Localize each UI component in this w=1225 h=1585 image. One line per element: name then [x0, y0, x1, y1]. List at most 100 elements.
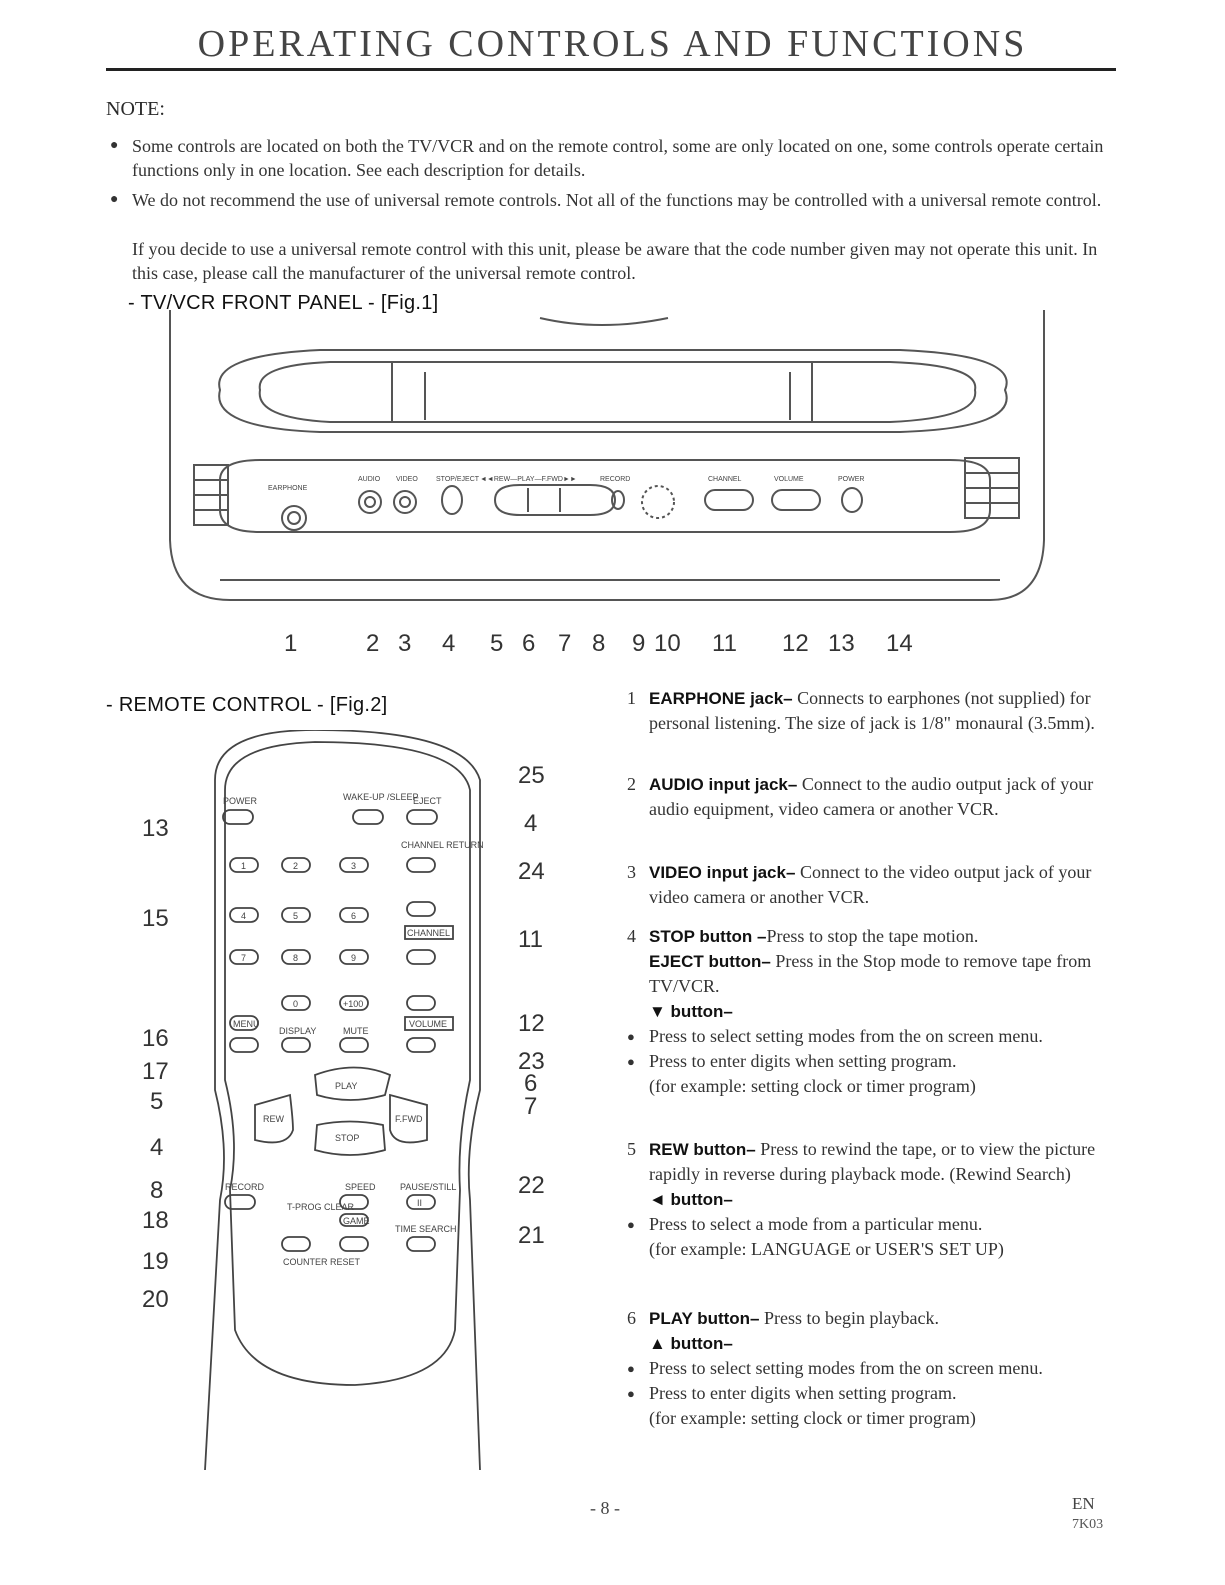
- label-record: RECORD: [600, 476, 630, 483]
- callout-1: 1: [284, 630, 298, 657]
- desc-sub: ◄ button–: [649, 1190, 733, 1209]
- remote-callout-4: 4: [150, 1134, 164, 1161]
- bullet-icon: ●: [627, 1386, 635, 1401]
- desc-bullet-text: Press to select setting modes from the o…: [649, 1358, 1043, 1378]
- remote-callout-6: 6: [524, 1070, 538, 1097]
- remote-label-pause-still: PAUSE/STILL: [400, 1182, 456, 1192]
- remote-callout-15: 15: [142, 905, 169, 932]
- callout-5: 5: [490, 630, 504, 657]
- callout-2: 2: [366, 630, 380, 657]
- bullet-icon: ●: [110, 138, 119, 153]
- desc-4: 4 STOP button –Press to stop the tape mo…: [627, 924, 1117, 1099]
- remote-label-channel: CHANNEL: [407, 928, 450, 938]
- desc-bullet-cont: (for example: setting clock or timer pro…: [649, 1076, 976, 1096]
- desc-key: STOP button –: [649, 927, 767, 946]
- label-stop-eject: STOP/EJECT: [436, 476, 480, 483]
- callout-10: 10: [654, 630, 681, 657]
- doc-code: 7K03: [1072, 1517, 1104, 1532]
- remote-label-display: DISPLAY: [279, 1026, 316, 1036]
- remote-label-stop: STOP: [335, 1133, 359, 1143]
- desc-bullet: ●Press to select a mode from a particula…: [627, 1212, 1117, 1237]
- front-panel-figure: EARPHONE AUDIO VIDEO STOP/EJECT ◄◄REW—PL…: [169, 310, 1045, 601]
- remote-callout-11: 11: [518, 926, 543, 953]
- label-volume: VOLUME: [774, 476, 804, 483]
- desc-bullet: ● Press to select setting modes from the …: [627, 1024, 1117, 1049]
- remote-digit-0: 0: [293, 999, 298, 1009]
- remote-label-record: RECORD: [225, 1182, 265, 1192]
- desc-1: 1 EARPHONE jack– Connects to earphones (…: [627, 686, 1117, 736]
- remote-callout-7: 7: [524, 1093, 538, 1120]
- front-panel-heading: - TV/VCR FRONT PANEL - [Fig.1]: [128, 292, 439, 314]
- label-channel: CHANNEL: [708, 476, 742, 483]
- desc-num: 6: [627, 1308, 636, 1328]
- bullet-icon: ●: [627, 1054, 635, 1069]
- label-audio: AUDIO: [358, 476, 381, 483]
- remote-callout-22: 22: [518, 1172, 545, 1199]
- desc-num: 5: [627, 1139, 636, 1159]
- remote-callout-21: 21: [518, 1222, 545, 1249]
- remote-label-time-search: TIME SEARCH: [395, 1224, 457, 1234]
- remote-label-rew: REW: [263, 1114, 285, 1124]
- callout-13: 13: [828, 630, 855, 657]
- remote-label-power: POWER: [223, 796, 258, 806]
- callout-7: 7: [558, 630, 572, 657]
- desc-sub: ▲ button–: [649, 1334, 733, 1353]
- desc-bullet-text: Press to enter digits when setting progr…: [649, 1383, 957, 1403]
- bullet-icon: ●: [627, 1361, 635, 1376]
- desc-text: Press to stop the tape motion.: [766, 926, 979, 946]
- desc-num: 2: [627, 774, 636, 794]
- remote-heading: - REMOTE CONTROL - [Fig.2]: [106, 694, 388, 716]
- title-rule: [106, 68, 1116, 71]
- desc-bullet-text: Press to enter digits when setting progr…: [649, 1051, 957, 1071]
- desc-bullet: ● Press to enter digits when setting prog…: [627, 1381, 1117, 1406]
- desc-bullet-text: Press to select setting modes from the o…: [649, 1026, 1043, 1046]
- remote-callout-18: 18: [142, 1207, 169, 1234]
- callout-12: 12: [782, 630, 809, 657]
- remote-digit-plus100: +100: [343, 999, 363, 1009]
- remote-label-wakeup: WAKE-UP /SLEEP: [343, 792, 419, 802]
- note-label: NOTE:: [106, 98, 165, 120]
- remote-digit-4: 4: [241, 911, 246, 921]
- desc-num: 1: [627, 688, 636, 708]
- desc-num: 3: [627, 862, 636, 882]
- remote-label-ffwd: F.FWD: [395, 1114, 423, 1124]
- bullet-icon: ●: [627, 1029, 635, 1044]
- callout-14: 14: [886, 630, 913, 657]
- desc-key: AUDIO input jack–: [649, 775, 798, 794]
- desc-5: 5 REW button– Press to rewind the tape, …: [627, 1137, 1117, 1262]
- desc-text: Press to begin playback.: [759, 1308, 939, 1328]
- callout-8: 8: [592, 630, 606, 657]
- desc-key-2: EJECT button–: [649, 952, 771, 971]
- remote-callout-25: 25: [518, 762, 545, 789]
- remote-label-speed: SPEED: [345, 1182, 376, 1192]
- note-paragraph: If you decide to use a universal remote …: [132, 239, 1098, 283]
- label-earphone: EARPHONE: [268, 485, 308, 492]
- remote-label-pause-symbol: II: [417, 1198, 422, 1208]
- desc-key: REW button–: [649, 1140, 756, 1159]
- remote-callout-17: 17: [142, 1058, 169, 1085]
- remote-callout-12: 12: [518, 1010, 545, 1037]
- desc-bullet-text: Press to select a mode from a particular…: [649, 1214, 983, 1234]
- remote-figure: POWER WAKE-UP /SLEEP EJECT CHANNEL RETUR…: [204, 730, 484, 1470]
- remote-callout-24: 24: [518, 858, 545, 885]
- label-video: VIDEO: [396, 476, 418, 483]
- note-bullet-text: We do not recommend the use of universal…: [132, 190, 1102, 210]
- language-code: EN: [1072, 1494, 1095, 1513]
- callout-3: 3: [398, 630, 412, 657]
- remote-callout-5: 5: [150, 1088, 164, 1115]
- desc-key: VIDEO input jack–: [649, 863, 796, 882]
- label-transport: ◄◄REW—PLAY—F.FWD►►: [480, 476, 577, 483]
- remote-label-game: GAME: [343, 1216, 370, 1226]
- callout-11: 11: [712, 630, 737, 657]
- remote-digit-1: 1: [241, 861, 246, 871]
- remote-label-volume: VOLUME: [409, 1019, 447, 1029]
- desc-bullet-cont: (for example: LANGUAGE or USER'S SET UP): [649, 1239, 1004, 1259]
- desc-3: 3 VIDEO input jack– Connect to the video…: [627, 860, 1117, 910]
- remote-digit-8: 8: [293, 953, 298, 963]
- desc-bullet: ● Press to select setting modes from the …: [627, 1356, 1117, 1381]
- remote-label-menu: MENU: [233, 1019, 260, 1029]
- desc-key: PLAY button–: [649, 1309, 760, 1328]
- callout-4: 4: [442, 630, 456, 657]
- remote-digit-2: 2: [293, 861, 298, 871]
- desc-6: 6 PLAY button– Press to begin playback. …: [627, 1306, 1117, 1431]
